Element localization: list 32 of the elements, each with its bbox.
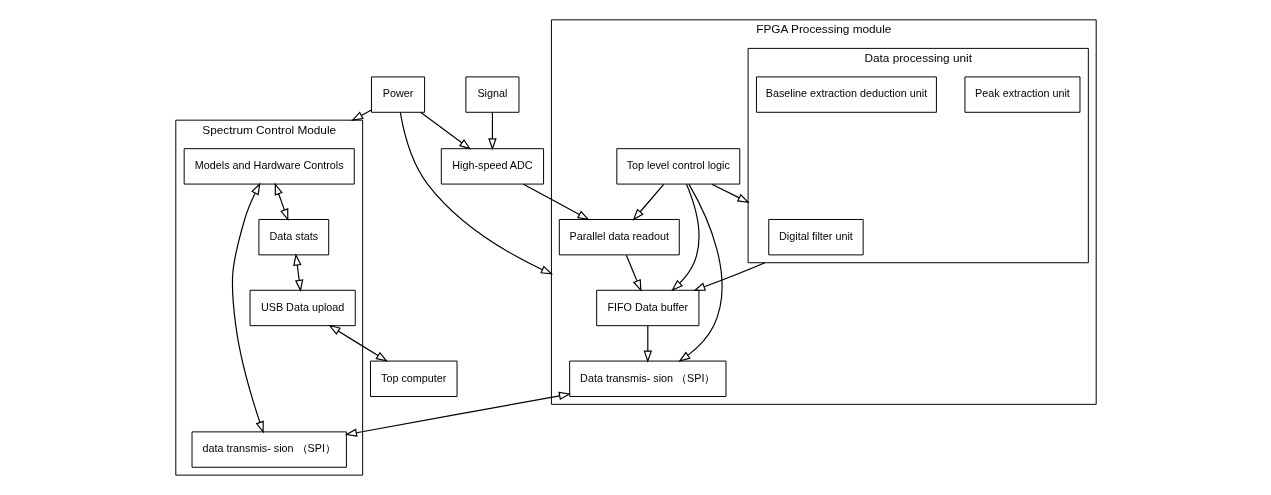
arrow (692, 262, 765, 291)
arrow (231, 182, 264, 434)
arrow (350, 109, 372, 121)
arrow (625, 254, 641, 292)
node-box: data transmis- sion （SPI） (191, 431, 347, 468)
arrow (643, 325, 652, 363)
node-box: Signal (464, 76, 519, 113)
node-box: Parallel data readout (558, 219, 680, 256)
node-box: FIFO Data buffer (595, 289, 699, 327)
arrow (632, 183, 664, 221)
arrow (670, 183, 699, 292)
arrow (274, 182, 288, 222)
arrow (292, 253, 303, 292)
arrow (344, 391, 571, 437)
arrow (399, 111, 553, 275)
arrow (419, 111, 471, 150)
node-box: Models and Hardware Controls (183, 148, 355, 185)
arrow (487, 111, 497, 151)
node-box: Power (370, 76, 425, 113)
node-box: Top computer (369, 360, 457, 397)
arrow (677, 183, 723, 363)
node-box: USB Data upload (249, 289, 356, 327)
node-box: Digital filter unit (767, 219, 864, 256)
node-box: Top level control logic (615, 148, 740, 185)
node-box: High-speed ADC (440, 148, 544, 185)
arrow (522, 183, 590, 221)
node-box: Data stats (257, 219, 329, 256)
arrow (327, 324, 388, 362)
node-box: Peak extraction unit (963, 76, 1080, 113)
arrow (710, 183, 750, 204)
node-box: Data transmis- sion （SPI） (568, 360, 726, 397)
node-box: Baseline extraction deduction unit (755, 76, 937, 113)
